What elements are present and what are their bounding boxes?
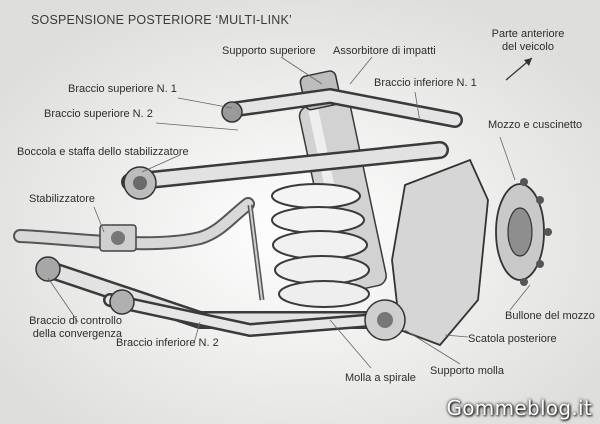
- label-parte-anteriore-line1: Parte anteriore: [491, 28, 565, 40]
- label-braccio-controllo-line2: della convergenza: [32, 328, 122, 340]
- watermark: Gommeblog.it: [446, 396, 592, 420]
- label-supporto-molla: Supporto molla: [430, 365, 504, 377]
- label-parte-anteriore-line2: del veicolo: [502, 41, 554, 53]
- label-boccola-staffa: Boccola e staffa dello stabilizzatore: [17, 146, 189, 158]
- label-molla-spirale: Molla a spirale: [345, 372, 416, 384]
- label-stabilizzatore: Stabilizzatore: [29, 193, 96, 205]
- label-braccio-inferiore-1: Braccio inferiore N. 1: [374, 77, 477, 89]
- label-mozzo-cuscinetto: Mozzo e cuscinetto: [488, 119, 583, 131]
- diagram-title: SOSPENSIONE POSTERIORE ‘MULTI-LINK’: [31, 13, 292, 27]
- label-scatola-posteriore: Scatola posteriore: [468, 333, 557, 345]
- label-braccio-superiore-2: Braccio superiore N. 2: [44, 108, 153, 120]
- label-braccio-superiore-1: Braccio superiore N. 1: [68, 83, 177, 95]
- label-braccio-inferiore-2: Braccio inferiore N. 2: [116, 337, 219, 349]
- label-bullone-mozzo: Bullone del mozzo: [505, 310, 595, 322]
- label-parte-anteriore: Parte anteriore del veicolo: [488, 28, 568, 54]
- label-braccio-controllo-line1: Braccio di controllo: [29, 315, 122, 327]
- label-braccio-controllo: Braccio di controllo della convergenza: [14, 315, 122, 341]
- label-assorbitore: Assorbitore di impatti: [333, 45, 436, 57]
- label-supporto-superiore: Supporto superiore: [222, 45, 316, 57]
